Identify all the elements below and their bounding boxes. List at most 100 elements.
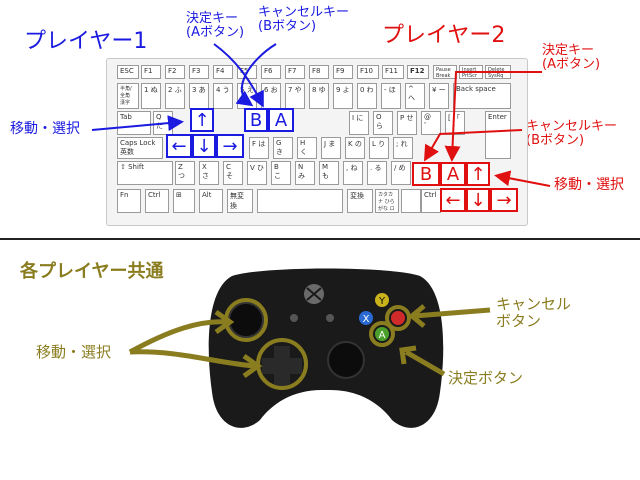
key-backspace: Back space <box>453 83 511 109</box>
key-m: M も <box>319 161 339 185</box>
key-henkan: 変換 <box>347 189 373 213</box>
key-h: H く <box>297 137 317 159</box>
player2-title: プレイヤー2 <box>382 23 506 48</box>
key-tab: Tab <box>117 111 151 135</box>
key-f8: F8 <box>309 65 329 79</box>
key-v: V ひ <box>247 161 267 185</box>
key-j: J ま <box>321 137 341 159</box>
dpad <box>262 346 302 386</box>
key-f3: F3 <box>189 65 209 79</box>
y-button <box>375 293 389 307</box>
key-f10: F10 <box>357 65 379 79</box>
ctrl-decide-arrow <box>404 349 446 377</box>
p2-cancel-label: キャンセルキー (Bボタン) <box>526 119 618 149</box>
b-button-highlight <box>385 305 411 331</box>
p2-key-a: A <box>440 162 466 186</box>
p2-key-b: B <box>412 162 440 186</box>
p2-key-right: → <box>490 188 518 212</box>
p1-cancel-label: キャンセルキー (Bボタン) <box>258 5 350 35</box>
p1-key-b: B <box>244 108 268 132</box>
ctrl-move-arrow-1 <box>128 319 229 355</box>
svg-text:X: X <box>363 314 370 325</box>
key-8: 8 ゆ <box>309 83 329 109</box>
b-button <box>391 311 405 325</box>
x-button <box>359 311 373 325</box>
key-z: Z つ <box>175 161 195 185</box>
svg-text:Y: Y <box>378 296 386 307</box>
key-kana: カタカナ ひらがな ローマ字 <box>375 189 399 213</box>
key-ctrl-left: Ctrl <box>145 189 169 213</box>
p1-move-label: 移動・選択 <box>10 121 80 137</box>
key-comma: , ね <box>343 161 363 185</box>
p2-move-label: 移動・選択 <box>554 177 624 193</box>
key-enter: Enter <box>485 111 511 159</box>
p1-move-arrow <box>91 115 184 132</box>
right-stick <box>327 341 365 379</box>
key-x: X さ <box>199 161 219 185</box>
a-button <box>375 327 389 341</box>
p2-key-left: ← <box>440 188 466 212</box>
p1-key-a: A <box>268 108 294 132</box>
p1-cancel-arrow <box>235 43 277 107</box>
key-capslock: Caps Lock 英数 <box>117 137 163 159</box>
key-k: K の <box>345 137 365 159</box>
key-7: 7 や <box>285 83 305 109</box>
ctrl-cancel-arrow <box>413 307 491 319</box>
p1-decide-label: 決定キー (Aボタン) <box>186 11 245 41</box>
ctrl-move-arrow-2 <box>129 349 257 369</box>
ctrl-cancel-label: キャンセル ボタン <box>496 295 572 330</box>
p1-key-up: ↑ <box>190 108 214 132</box>
p2-move-arrow <box>494 170 551 187</box>
key-f: F は <box>249 137 269 159</box>
key-f4: F4 <box>213 65 233 79</box>
key-f12: F12 <box>407 65 429 79</box>
a-button-highlight <box>369 321 395 347</box>
key-slash: / め <box>391 161 411 185</box>
key-0: 0 わ <box>357 83 377 109</box>
key-o: O ら <box>373 111 393 135</box>
key-i: I に <box>349 111 369 135</box>
key-minus: - ほ <box>381 83 401 109</box>
p1-key-down: ↓ <box>192 134 216 158</box>
p1-decide-arrow <box>213 43 264 108</box>
key-windows: ⊞ <box>173 189 195 213</box>
key-muhenkan: 無変換 <box>227 189 253 213</box>
key-yen: ¥ ー <box>429 83 449 109</box>
key-f1: F1 <box>141 65 161 79</box>
p2-cancel-arrow <box>423 129 523 162</box>
key-4: 4 う <box>213 83 233 109</box>
key-shift: ⇧ Shift <box>117 161 173 185</box>
left-stick <box>228 302 264 338</box>
key-l: L り <box>369 137 389 159</box>
key-space <box>257 189 343 213</box>
key-f2: F2 <box>165 65 185 79</box>
key-c: C そ <box>223 161 243 185</box>
common-title: 各プレイヤー共通 <box>20 261 164 282</box>
key-1: 1 ぬ <box>141 83 161 109</box>
key-fn: Fn <box>117 189 141 213</box>
p1-key-left: ← <box>166 134 192 158</box>
ctrl-move-label: 移動・選択 <box>36 343 112 361</box>
p2-decide-arrow <box>444 71 542 162</box>
key-esc: ESC <box>117 65 139 79</box>
key-f7: F7 <box>285 65 305 79</box>
key-hankaku: 半角/全角 漢字 <box>117 83 139 109</box>
key-2: 2 ふ <box>165 83 185 109</box>
svg-text:A: A <box>379 330 386 341</box>
key-n: N み <box>295 161 315 185</box>
key-at: @ ゛ <box>421 111 441 135</box>
key-period: . る <box>367 161 387 185</box>
key-f6: F6 <box>261 65 281 79</box>
section-divider <box>0 238 640 240</box>
p1-key-right: → <box>216 134 244 158</box>
p2-key-down: ↓ <box>466 188 490 212</box>
key-f11: F11 <box>382 65 404 79</box>
player1-title: プレイヤー1 <box>24 29 148 54</box>
key-alt: Alt <box>199 189 223 213</box>
key-p: P せ <box>397 111 417 135</box>
key-caret: ^ へ <box>405 83 425 109</box>
key-g: G き <box>273 137 293 159</box>
key-f9: F9 <box>333 65 353 79</box>
key-9: 9 よ <box>333 83 353 109</box>
